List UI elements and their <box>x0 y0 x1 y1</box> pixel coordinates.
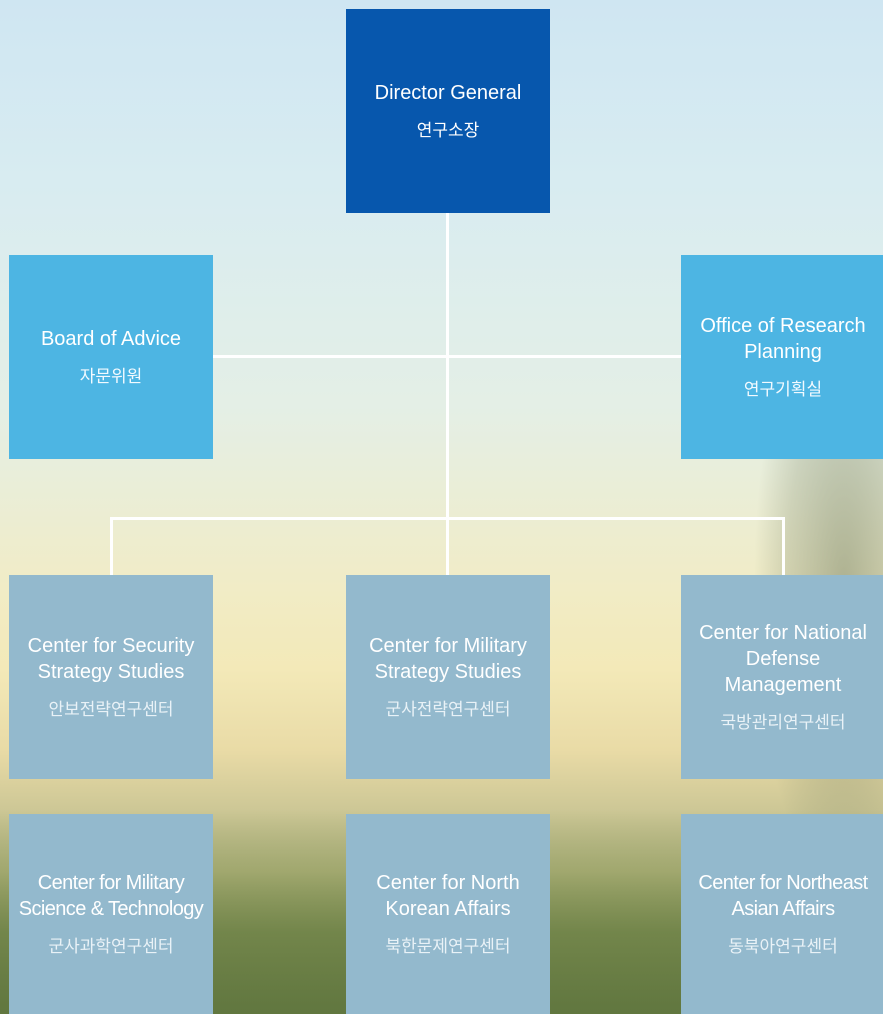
board-of-advice-en: Board of Advice <box>40 328 182 350</box>
northeast-asia-center-box[interactable]: Center for Northeast Asian Affairs 동북아연구… <box>681 814 883 1014</box>
research-planning-en: Office of Research Planning <box>700 315 866 363</box>
military-science-center-en: Center for Military Science & Technology <box>18 872 204 920</box>
military-strategy-center-box[interactable]: Center for Military Strategy Studies 군사전… <box>346 575 550 779</box>
connector-trunk <box>446 212 449 520</box>
military-strategy-center-ko: 군사전략연구센터 <box>385 700 511 719</box>
board-of-advice-ko: 자문위원 <box>79 367 143 386</box>
director-general-en: Director General <box>374 82 522 104</box>
research-planning-ko: 연구기획실 <box>743 380 823 399</box>
connector-drop-center <box>446 517 449 575</box>
north-korea-center-en: Center for North Korean Affairs <box>376 872 520 920</box>
defense-management-center-ko: 국방관리연구센터 <box>720 713 846 732</box>
security-strategy-center-en: Center for Security Strategy Studies <box>27 635 195 683</box>
connector-drop-left <box>110 517 113 575</box>
director-general-ko: 연구소장 <box>416 121 480 140</box>
north-korea-center-ko: 북한문제연구센터 <box>385 937 511 956</box>
director-general-box[interactable]: Director General 연구소장 <box>346 9 550 213</box>
military-science-center-ko: 군사과학연구센터 <box>48 937 174 956</box>
connector-advisory-bar <box>212 355 682 358</box>
north-korea-center-box[interactable]: Center for North Korean Affairs 북한문제연구센터 <box>346 814 550 1014</box>
board-of-advice-box[interactable]: Board of Advice 자문위원 <box>9 255 213 459</box>
military-science-center-box[interactable]: Center for Military Science & Technology… <box>9 814 213 1014</box>
defense-management-center-box[interactable]: Center for National Defense Management 국… <box>681 575 883 779</box>
defense-management-center-en: Center for National Defense Management <box>699 622 867 696</box>
connector-drop-right <box>782 517 785 575</box>
security-strategy-center-box[interactable]: Center for Security Strategy Studies 안보전… <box>9 575 213 779</box>
research-planning-box[interactable]: Office of Research Planning 연구기획실 <box>681 255 883 459</box>
northeast-asia-center-en: Center for Northeast Asian Affairs <box>698 872 868 920</box>
military-strategy-center-en: Center for Military Strategy Studies <box>369 635 527 683</box>
northeast-asia-center-ko: 동북아연구센터 <box>728 937 838 956</box>
security-strategy-center-ko: 안보전략연구센터 <box>48 700 174 719</box>
